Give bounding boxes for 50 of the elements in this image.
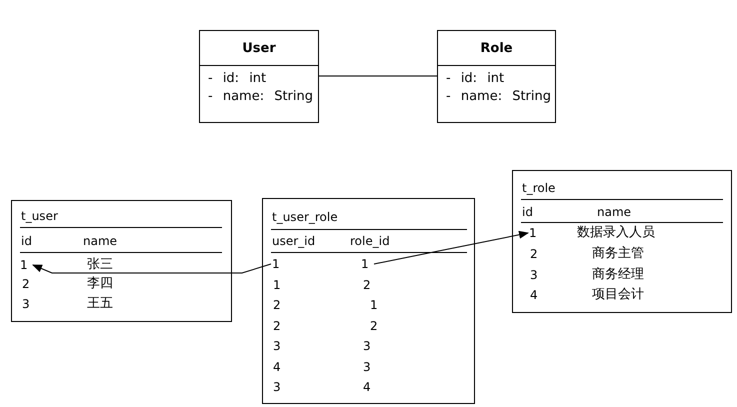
table-name: t_user_role bbox=[272, 209, 338, 225]
table-cell: 2 bbox=[273, 318, 281, 334]
table-box bbox=[262, 198, 475, 404]
table-cell: 4 bbox=[273, 359, 281, 375]
table-cell: 4 bbox=[363, 379, 371, 395]
table-cell: user_id bbox=[272, 233, 316, 249]
table-name: t_user bbox=[21, 208, 58, 224]
table-cell: 数据录入人员 bbox=[577, 225, 655, 241]
table-cell: 3 bbox=[530, 267, 538, 283]
class-box bbox=[437, 30, 556, 123]
table-cell: 1 bbox=[273, 277, 281, 293]
table-cell: 张三 bbox=[87, 257, 113, 273]
table-cell: 3 bbox=[273, 379, 281, 395]
table-cell: 1 bbox=[529, 225, 541, 241]
class-name: Role bbox=[479, 41, 514, 57]
table-cell: 李四 bbox=[87, 276, 113, 292]
table-cell: 3 bbox=[363, 338, 371, 354]
table-cell: 商务经理 bbox=[592, 267, 644, 283]
table-box bbox=[512, 170, 732, 313]
table-cell: id bbox=[522, 204, 533, 220]
class-name: User bbox=[241, 41, 277, 57]
attribute-text: - id: int bbox=[208, 71, 266, 87]
table-cell: 商务主管 bbox=[592, 246, 644, 262]
table-box bbox=[11, 200, 232, 322]
table-cell: 2 bbox=[273, 297, 281, 313]
table-name: t_role bbox=[522, 180, 556, 196]
table-cell: 2 bbox=[370, 318, 378, 334]
table-cell: 1 bbox=[370, 297, 378, 313]
table-cell: 2 bbox=[363, 277, 371, 293]
attribute-text: - name: String bbox=[208, 89, 313, 105]
table-cell: 项目会计 bbox=[592, 287, 644, 303]
table-cell: 3 bbox=[22, 296, 30, 312]
table-cell: 3 bbox=[273, 338, 281, 354]
table-cell: role_id bbox=[350, 233, 390, 249]
attribute-text: - name: String bbox=[446, 89, 551, 105]
table-cell: 3 bbox=[363, 359, 371, 375]
table-cell: 1 bbox=[272, 256, 284, 272]
arrow bbox=[374, 230, 529, 264]
table-cell: 1 bbox=[361, 256, 373, 272]
table-cell: name bbox=[597, 204, 632, 220]
table-cell: 1 bbox=[20, 257, 32, 273]
table-cell: 4 bbox=[530, 287, 538, 303]
table-cell: id bbox=[21, 233, 32, 249]
table-cell: 2 bbox=[22, 276, 30, 292]
table-cell: 2 bbox=[530, 246, 538, 262]
attribute-text: - id: int bbox=[446, 71, 504, 87]
class-box bbox=[199, 30, 319, 123]
arrow bbox=[32, 264, 272, 274]
table-cell: 王五 bbox=[87, 296, 113, 312]
table-cell: name bbox=[83, 233, 118, 249]
